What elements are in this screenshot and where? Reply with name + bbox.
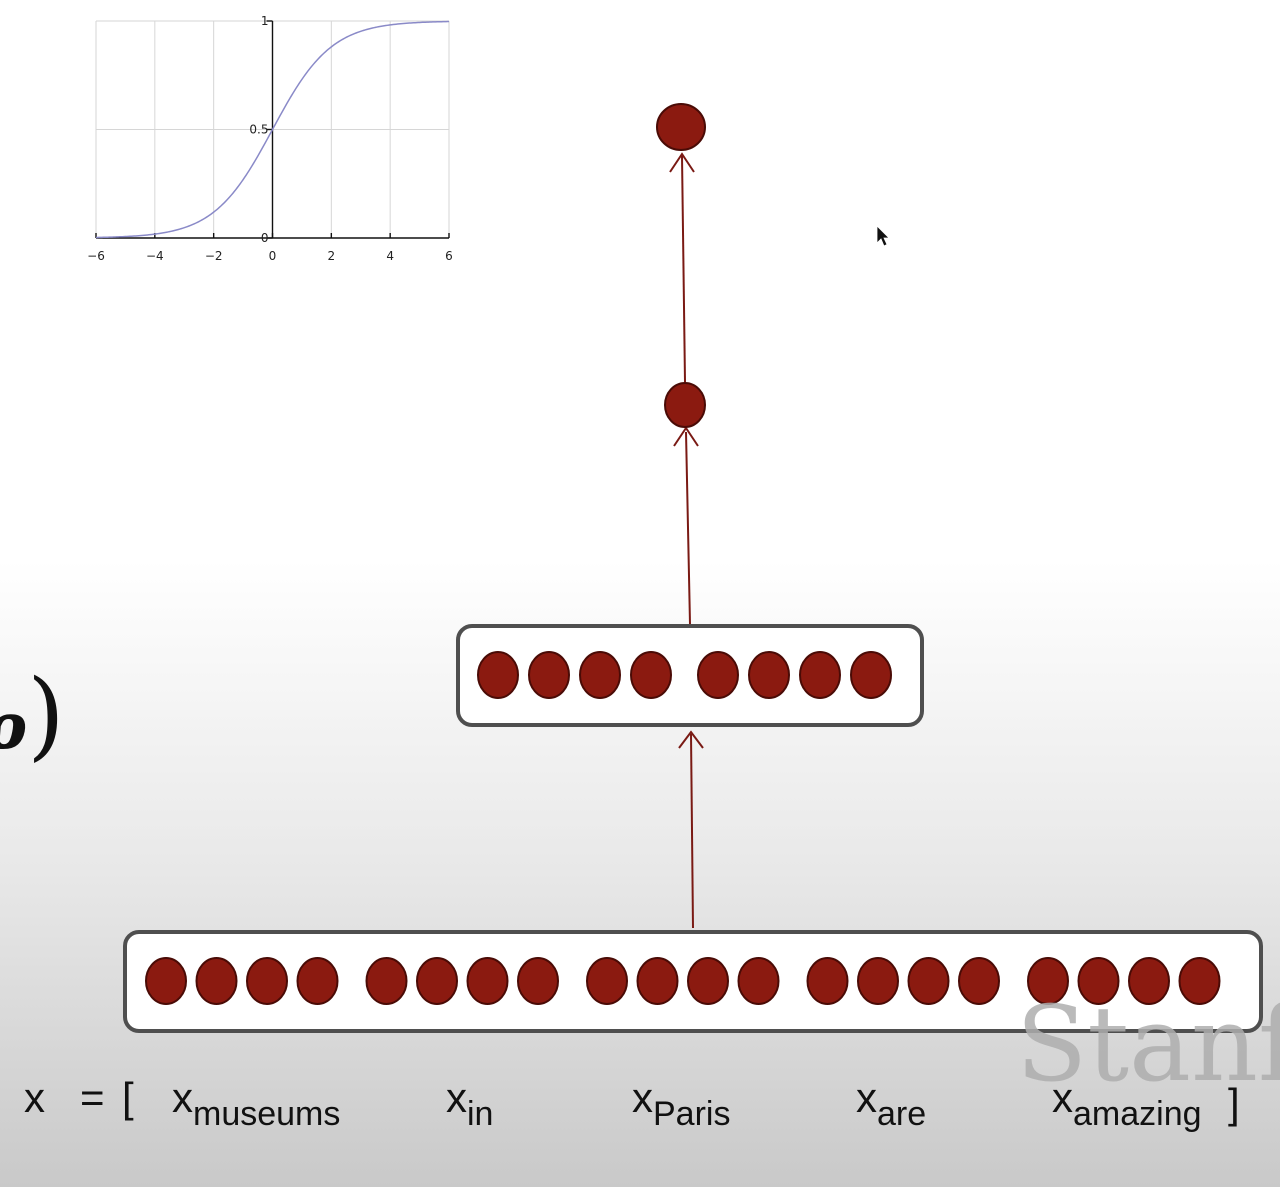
term-paris: xParis — [632, 1074, 730, 1133]
input-group — [806, 957, 1000, 1005]
hidden-to-score-arrowhead — [673, 426, 699, 447]
input-group — [145, 957, 339, 1005]
input-node — [586, 957, 628, 1005]
input-node — [687, 957, 729, 1005]
equation-close-bracket: ] — [1228, 1080, 1240, 1127]
equation-open-bracket: [ — [122, 1074, 134, 1121]
hidden-node — [477, 651, 519, 699]
term-museums: xmuseums — [172, 1074, 340, 1133]
input-node — [296, 957, 339, 1005]
hidden-node — [579, 651, 621, 699]
x-tick-label: 0 — [269, 249, 277, 263]
input-node — [1128, 957, 1170, 1005]
equation-lhs: x — [24, 1074, 45, 1121]
input-group — [586, 957, 780, 1005]
x-tick-label: −6 — [87, 249, 105, 263]
x-tick-labels: −6 −4 −2 0 2 4 6 — [87, 249, 453, 263]
term-in: xin — [446, 1074, 493, 1133]
x-tick-label: 6 — [445, 249, 453, 263]
input-node — [517, 957, 559, 1005]
hidden-node — [630, 651, 672, 699]
mouse-cursor-icon — [876, 225, 890, 247]
score-layer — [664, 382, 706, 428]
hidden-layer — [477, 651, 892, 699]
input-node — [195, 957, 238, 1005]
input-node — [365, 957, 408, 1005]
input-node — [1077, 957, 1120, 1005]
hidden-to-score-arrow — [685, 431, 691, 625]
y-tick-label: 0 — [261, 231, 269, 245]
score-to-output-arrowhead — [669, 152, 695, 173]
term-are: xare — [856, 1074, 926, 1133]
output-layer — [656, 103, 706, 151]
input-node — [1178, 957, 1221, 1005]
input-node — [958, 957, 1000, 1005]
input-group — [365, 957, 559, 1005]
connections — [669, 152, 704, 929]
stanford-watermark: Stanfo — [1016, 983, 1280, 1105]
input-node — [466, 957, 509, 1005]
hidden-node — [799, 651, 841, 699]
x-tick-label: −4 — [146, 249, 164, 263]
x-tick-label: 2 — [328, 249, 336, 263]
score-node — [664, 382, 706, 428]
hidden-layer-box — [456, 624, 924, 727]
y-tick-labels: 00.51 — [249, 14, 268, 245]
sigmoid-curve — [95, 20, 450, 239]
input-equation: x = [ xmuseums xin xParis xare xamazing … — [24, 1074, 1240, 1133]
input-to-hidden-arrowhead — [678, 730, 704, 749]
input-node — [1027, 957, 1069, 1005]
y-tick-label: 1 — [261, 14, 269, 28]
input-layer — [145, 957, 1221, 1005]
y-tick-label: 0.5 — [249, 123, 268, 137]
formula-fragment: ɒ) — [0, 659, 65, 771]
input-node — [737, 957, 780, 1005]
x-tick-label: 4 — [386, 249, 394, 263]
input-node — [857, 957, 899, 1005]
input-to-hidden-arrow — [690, 733, 694, 929]
input-node — [145, 957, 187, 1005]
input-node — [416, 957, 458, 1005]
hidden-node — [528, 651, 570, 699]
score-to-output-arrow — [681, 155, 686, 383]
term-amazing: xamazing — [1052, 1074, 1202, 1133]
hidden-node — [850, 651, 892, 699]
x-tick-label: −2 — [205, 249, 223, 263]
input-node — [806, 957, 849, 1005]
output-node — [656, 103, 706, 151]
input-node — [907, 957, 950, 1005]
hidden-node — [748, 651, 790, 699]
input-node — [636, 957, 679, 1005]
input-group — [1027, 957, 1221, 1005]
equation-equals: = — [80, 1074, 105, 1121]
hidden-node — [697, 651, 739, 699]
input-node — [246, 957, 288, 1005]
